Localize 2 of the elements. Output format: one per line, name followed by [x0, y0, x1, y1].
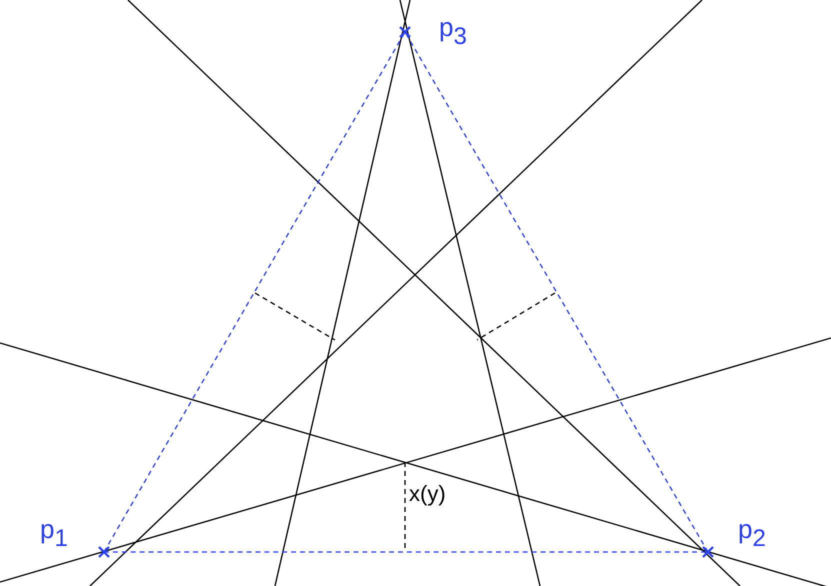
- distance-label: x(y): [409, 483, 446, 505]
- dashed-line: [104, 551, 708, 553]
